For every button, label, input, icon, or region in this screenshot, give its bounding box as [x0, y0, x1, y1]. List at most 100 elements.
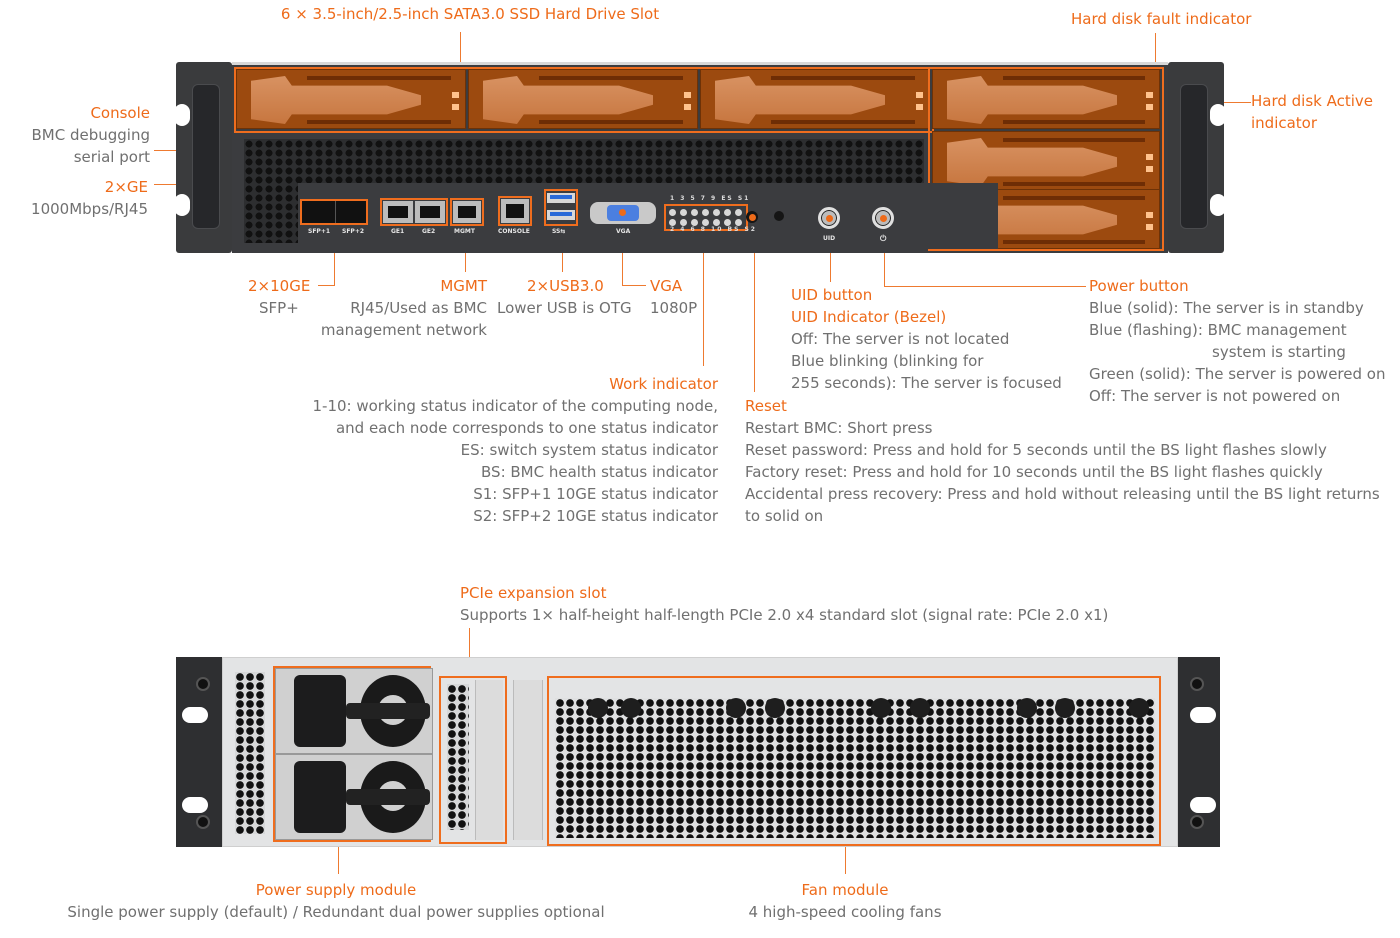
left-handle[interactable]: [192, 84, 220, 229]
ear-hole: [174, 104, 190, 126]
hdd-active-title-1: Hard disk Active: [1251, 92, 1374, 110]
hdd-active-led: [1146, 166, 1153, 172]
psu-handle[interactable]: [346, 789, 430, 805]
screw: [1190, 677, 1204, 691]
pcie-slot-cover[interactable]: [475, 680, 503, 840]
vga-marker: [619, 209, 626, 216]
ge-highlight: [380, 198, 448, 226]
usb-port-lower[interactable]: [547, 210, 575, 220]
uid-label: UID: [823, 235, 836, 242]
psu-leader: [338, 846, 339, 874]
sfp-leader-v: [334, 224, 335, 286]
drive-tray: [947, 138, 1117, 186]
ge-title: 2×GE: [104, 178, 148, 196]
psu-1[interactable]: [275, 668, 433, 754]
hdd-fault-led: [1146, 92, 1153, 98]
uid-line-2: Blue blinking (blinking for: [791, 352, 984, 370]
sfp1-label: SFP+1: [308, 228, 331, 235]
rail: [539, 120, 683, 124]
hdd-fault-led: [684, 92, 691, 98]
rail: [1003, 138, 1145, 142]
fan-vent-hole: [1017, 698, 1037, 718]
hdd-active-title-2: indicator: [1251, 114, 1318, 132]
rear-vent-left: [235, 672, 265, 834]
fan-vent-hole: [871, 698, 891, 718]
fan-vent-hole: [910, 698, 930, 718]
work-line-4: BS: BMC health status indicator: [481, 463, 718, 481]
psu-desc: Single power supply (default) / Redundan…: [67, 903, 605, 921]
hdd-fault-title: Hard disk fault indicator: [1071, 10, 1252, 28]
drive-bay-3[interactable]: [700, 69, 930, 129]
drive-bay-5[interactable]: [932, 131, 1160, 191]
reset-line-1: Restart BMC: Short press: [745, 419, 933, 437]
psu-power-inlet[interactable]: [294, 761, 346, 833]
ge1-label: GE1: [391, 228, 405, 235]
uid-marker: [826, 215, 833, 222]
fan-module-highlight: [547, 676, 1161, 846]
console-desc-2: serial port: [73, 148, 150, 166]
rail: [1003, 240, 1145, 244]
reset-line-3: Factory reset: Press and hold for 10 sec…: [745, 463, 1323, 481]
usb-port-upper[interactable]: [547, 193, 575, 203]
reset-title: Reset: [745, 397, 787, 415]
rail: [771, 120, 915, 124]
led-s2: [735, 219, 742, 226]
drive-bay-2[interactable]: [468, 69, 698, 129]
reset-line-4: Accidental press recovery: Press and hol…: [745, 485, 1380, 503]
rail: [1003, 76, 1145, 80]
power-marker: [880, 215, 887, 222]
led-labels-top: 1 3 5 7 9 ES S1: [670, 195, 751, 202]
mgmt-desc-2: management network: [320, 321, 487, 339]
sfp-desc: SFP+: [259, 299, 299, 317]
led-5: [691, 209, 698, 216]
rear-right-ear: [1178, 657, 1220, 847]
psu-handle[interactable]: [346, 703, 430, 719]
led-9: [713, 209, 720, 216]
console-port[interactable]: [501, 199, 529, 223]
reset-line-2: Reset password: Press and hold for 5 sec…: [745, 441, 1327, 459]
drive-bay-1[interactable]: [236, 69, 466, 129]
power-leader-h: [884, 286, 1086, 287]
ge2-port[interactable]: [415, 201, 445, 223]
console-highlight: [498, 196, 532, 226]
led-1: [669, 209, 676, 216]
ear-slot: [1190, 797, 1216, 813]
work-line-5: S1: SFP+1 10GE status indicator: [473, 485, 718, 503]
fan-vent-hole: [1055, 698, 1075, 718]
ge1-port[interactable]: [383, 201, 413, 223]
drive-tray: [483, 76, 653, 124]
mgmt-port[interactable]: [453, 201, 481, 223]
led-6: [691, 219, 698, 226]
pinhole: [774, 211, 784, 221]
mgmt-desc-1: RJ45/Used as BMC: [350, 299, 487, 317]
psu-power-inlet[interactable]: [294, 675, 346, 747]
fan-vent-hole: [588, 698, 608, 718]
rail: [771, 76, 915, 80]
uid-title-1: UID button: [791, 286, 873, 304]
drive-tray: [715, 76, 885, 124]
right-handle[interactable]: [1180, 84, 1208, 229]
power-line-4: Green (solid): The server is powered on: [1089, 365, 1386, 383]
work-indicator-leds: [664, 204, 748, 231]
rail: [1003, 196, 1145, 200]
left-rack-ear: [174, 62, 232, 253]
uid-line-3: 255 seconds): The server is focused: [791, 374, 1062, 392]
fan-vent-hole: [1129, 698, 1149, 718]
hdd-fault-led: [1146, 212, 1153, 218]
usb-highlight: [544, 189, 578, 226]
psu-2[interactable]: [275, 754, 433, 840]
front-body: SFP+1 SFP+2 GE1 GE2 MGMT CONSOLE SS⇆ VGA…: [232, 62, 1168, 253]
rail: [1003, 120, 1145, 124]
blank-slot-cover: [513, 680, 543, 840]
mgmt-label: MGMT: [454, 228, 475, 235]
drive-bay-4[interactable]: [932, 69, 1160, 129]
vga-desc: 1080P: [650, 299, 698, 317]
rail: [307, 120, 451, 124]
ear-hole: [1210, 104, 1226, 126]
led-bs: [724, 219, 731, 226]
pcie-highlight: [439, 676, 507, 844]
usb-desc: Lower USB is OTG: [497, 299, 632, 317]
ear-hole: [174, 194, 190, 216]
ge-desc: 1000Mbps/RJ45: [31, 200, 148, 218]
vga-leader-h: [622, 285, 646, 286]
